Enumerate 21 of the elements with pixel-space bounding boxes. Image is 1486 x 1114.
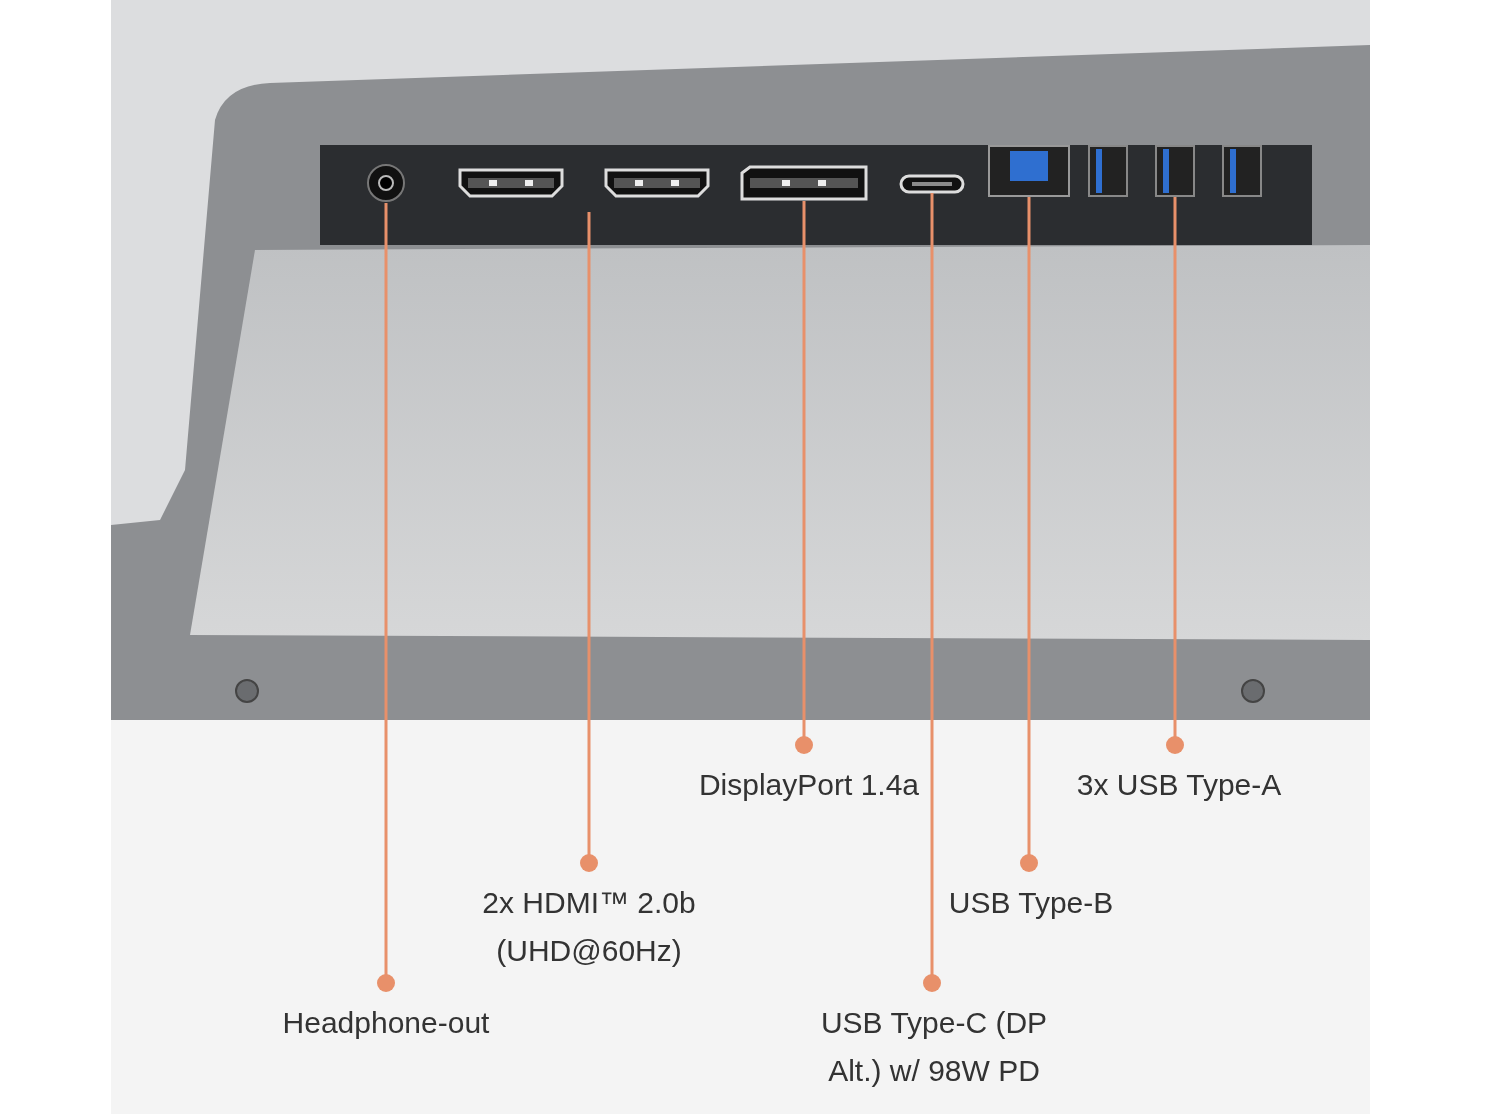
usb-a-port [1222,145,1262,197]
leader-line [795,201,813,754]
displayport-port [740,165,868,201]
leader-line [923,193,941,992]
callout-text: Headphone-out [282,1005,490,1041]
usb-c-port [900,175,964,193]
usb-b-port [988,145,1070,197]
headphone-jack [366,163,406,203]
leader-line [580,212,598,872]
callout-text: USB Type-C (DP Alt.) w/ 98W PD [819,1005,1049,1089]
hdmi-port [604,168,710,198]
callout-text: 3x USB Type-A [1076,767,1282,803]
callout-text: 2x HDMI™ 2.0b (UHD@60Hz) [481,885,697,969]
hdmi-port [458,168,564,198]
leader-line [377,203,395,992]
leader-line [1166,197,1184,754]
usb-a-port [1088,145,1128,197]
leader-line [1020,197,1038,872]
callout-text: USB Type-B [948,885,1114,921]
callout-text: DisplayPort 1.4a [698,767,920,803]
usb-a-port [1155,145,1195,197]
